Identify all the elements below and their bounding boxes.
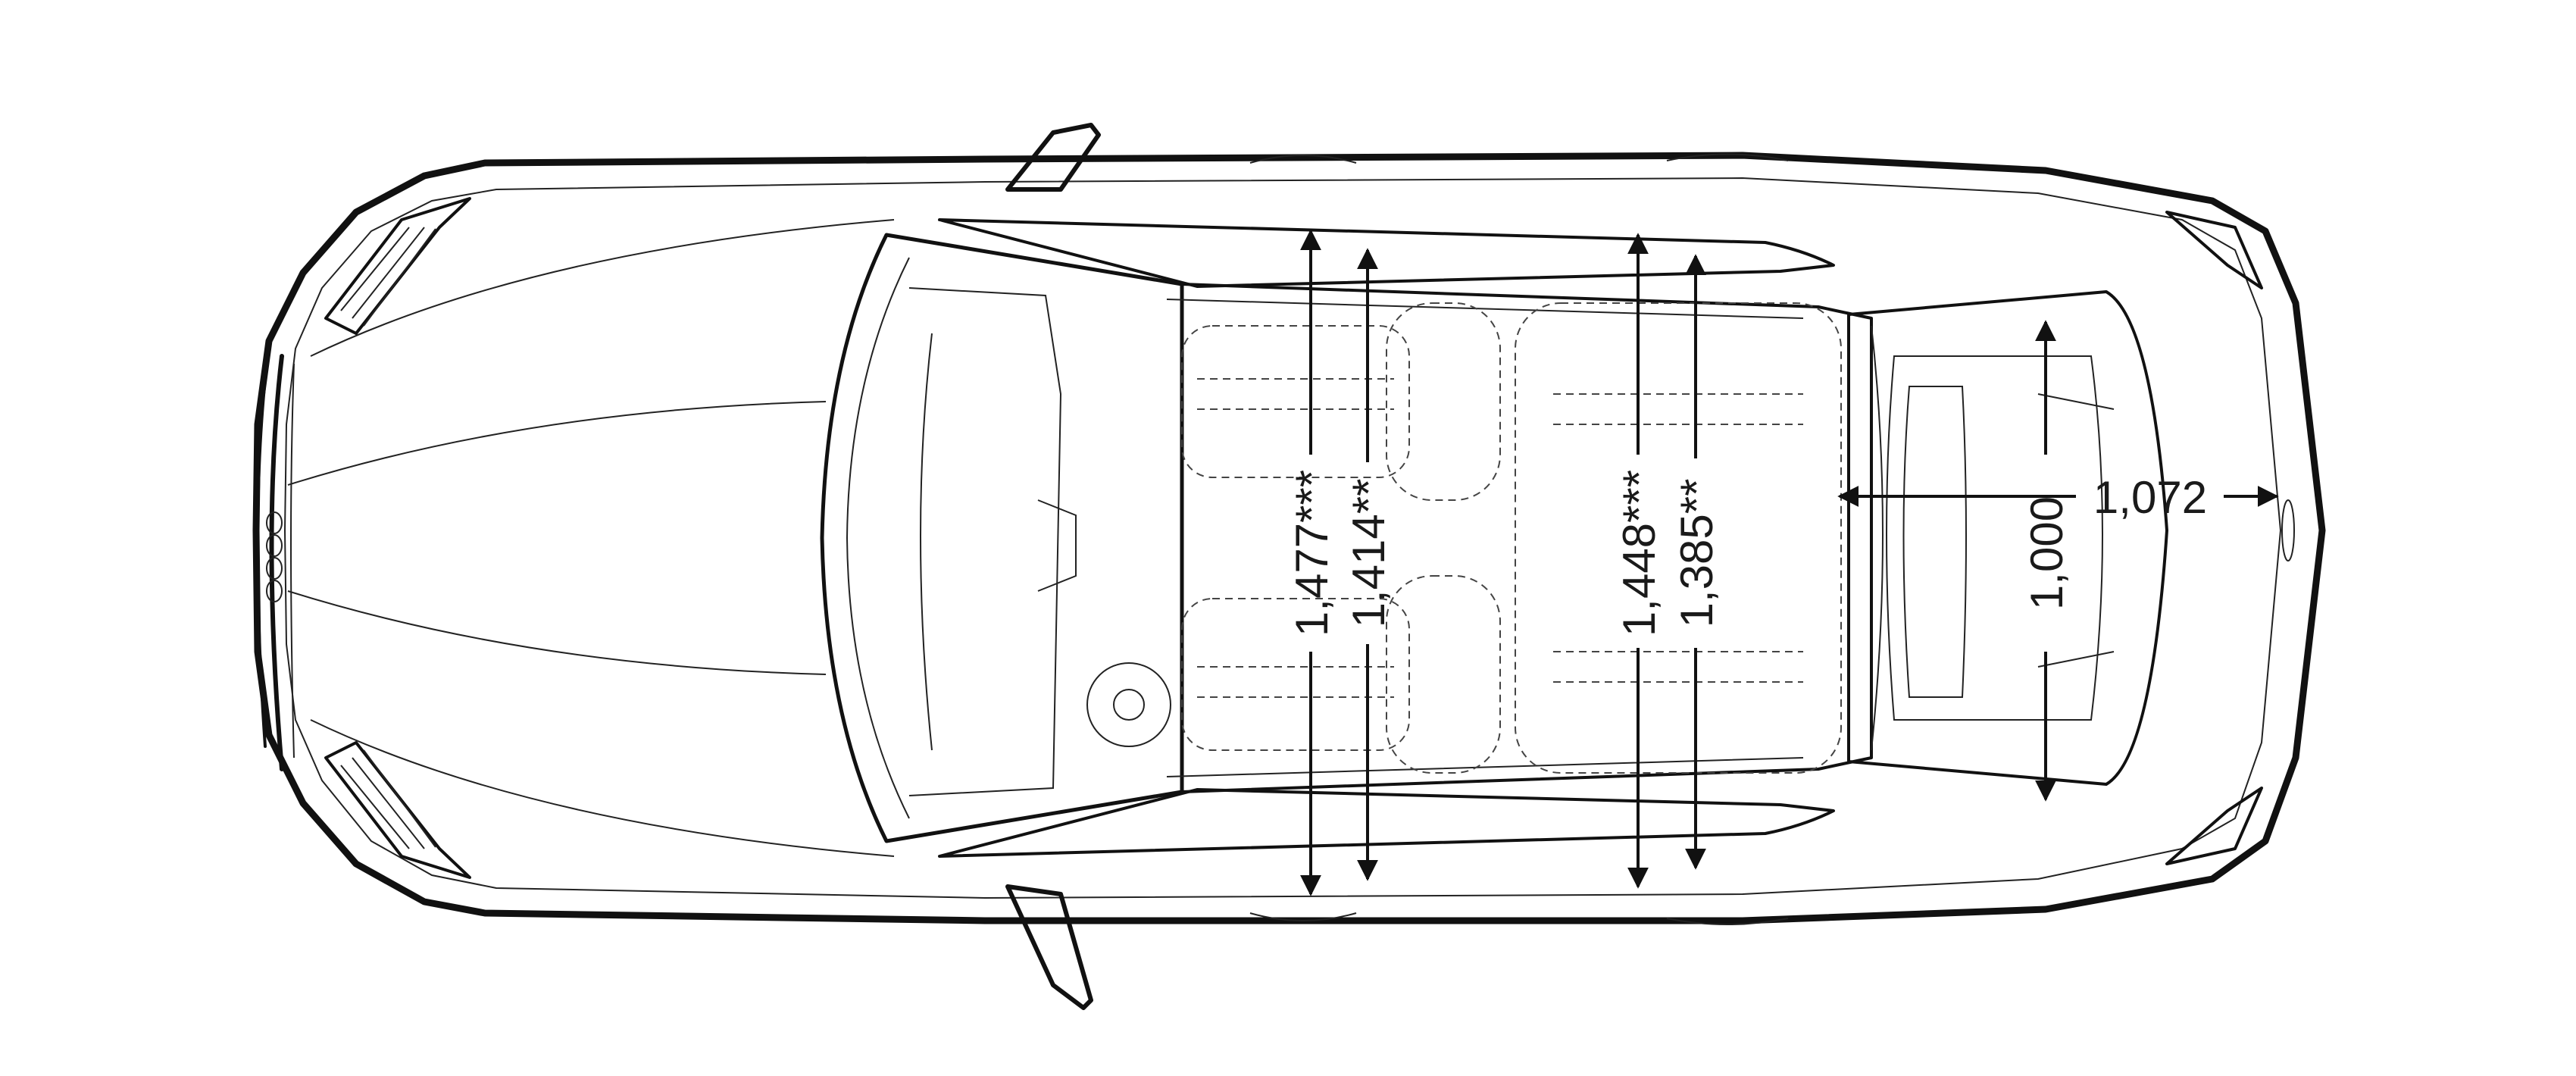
dim-label-trunk-length: 1,072 xyxy=(2093,472,2207,523)
wheel-arches xyxy=(1249,153,1789,925)
side-mirrors xyxy=(1005,123,1101,1010)
dim-label-trunk-width: 1,000 xyxy=(2021,496,2072,610)
dim-label-front-elbow: 1,414** xyxy=(1343,479,1394,628)
rear-lights xyxy=(2165,211,2263,865)
dim-label-rear-shoulder: 1,448*** xyxy=(1614,470,1665,637)
car-body-outline xyxy=(252,152,2326,924)
cabin-glass xyxy=(820,218,2168,858)
front-grille xyxy=(256,354,295,771)
headlights xyxy=(324,197,471,879)
dim-label-front-shoulder: 1,477*** xyxy=(1286,470,1337,637)
trunk-lid xyxy=(1886,355,2295,721)
dim-label-rear-elbow: 1,385** xyxy=(1671,479,1722,628)
interior-seats xyxy=(908,287,1842,796)
hood-lines xyxy=(287,219,895,857)
